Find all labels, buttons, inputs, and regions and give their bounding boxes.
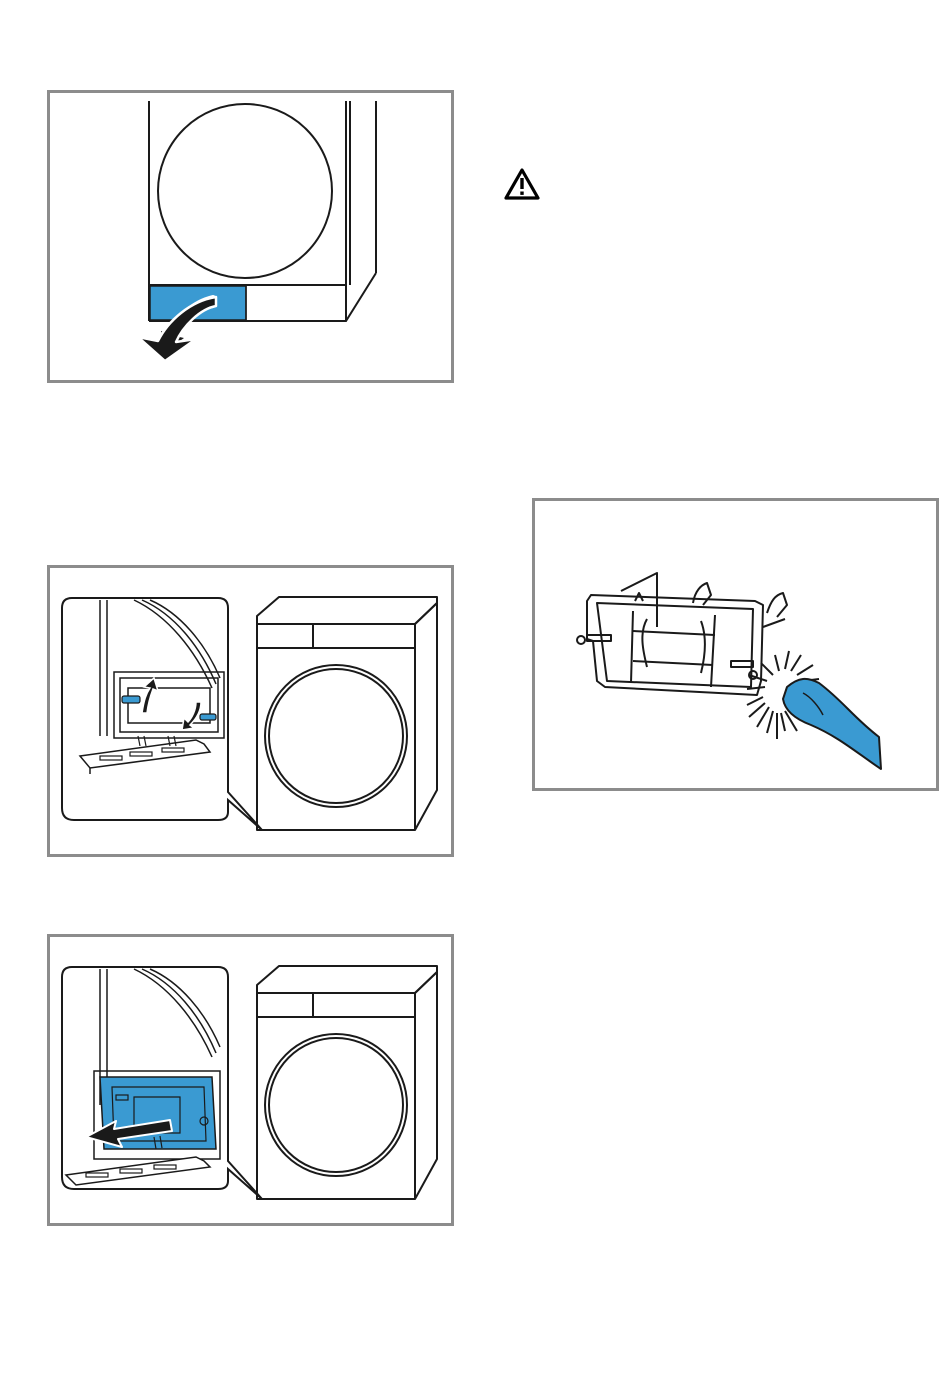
heat-exchanger-pull-out-icon [50,937,451,1223]
figure-pull-out-heat-exchanger [47,934,454,1226]
figure-open-service-flap [47,90,454,383]
dryer-service-flap-open-arrow-icon [50,93,451,380]
figure-clean-with-brush [532,498,939,791]
warning-triangle-icon [503,167,541,201]
dryer-latch-release-icon [50,568,451,854]
brush-clean-heat-exchanger-icon [535,501,936,788]
figure-release-latches [47,565,454,857]
